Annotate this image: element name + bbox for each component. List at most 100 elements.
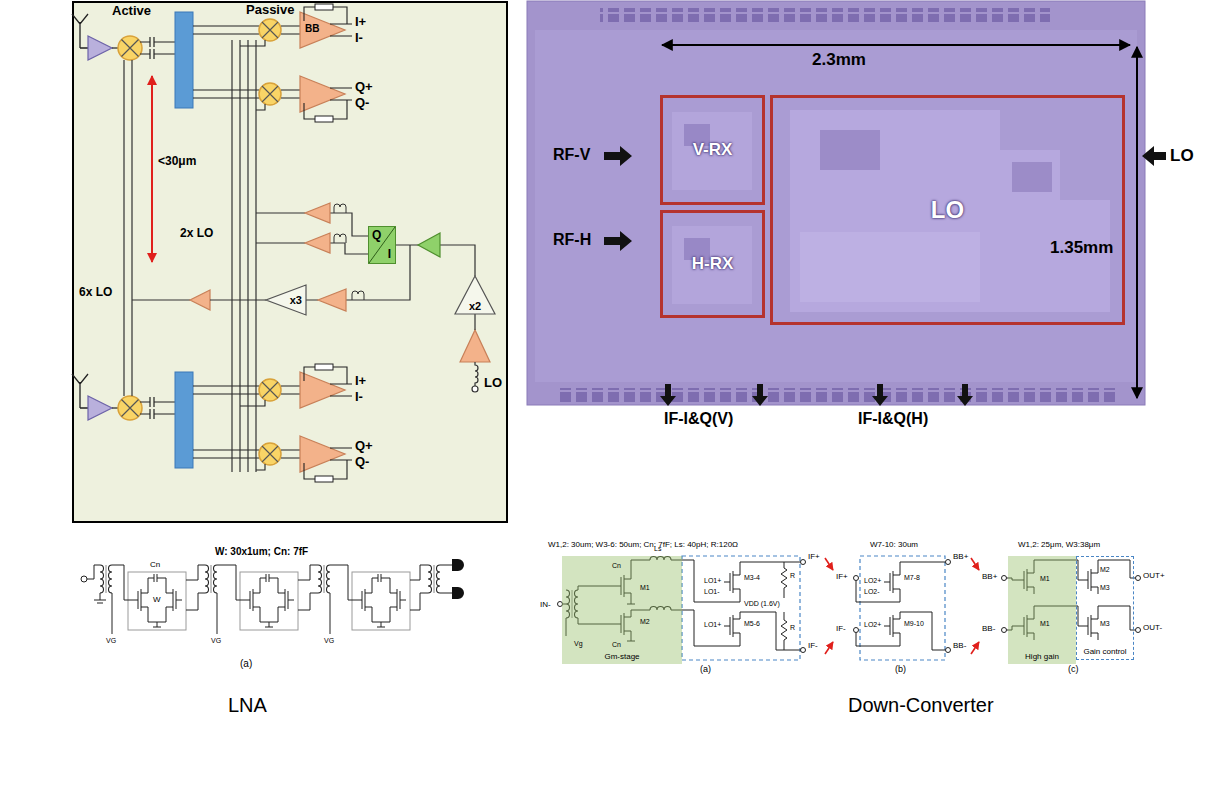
connection-arrow <box>825 642 833 654</box>
node-text: High gain <box>1025 653 1059 662</box>
feedback-wires <box>304 7 347 119</box>
pin-label: OUT- <box>1143 623 1162 632</box>
receiver-chain <box>72 4 352 122</box>
port-label: RF-V <box>553 146 590 164</box>
signal-name: 2x LO <box>180 227 213 241</box>
subfigure-tag: (a) <box>240 658 252 670</box>
output-pin: I+ <box>355 374 366 389</box>
baseband-amplifier <box>300 12 345 48</box>
mixer-dashed-box <box>682 556 800 660</box>
output-arrow <box>660 384 676 406</box>
wire <box>193 26 259 98</box>
chip-photo <box>527 1 1166 406</box>
feedback-resistor <box>315 116 333 122</box>
lna-schematic <box>81 559 464 634</box>
pin-dot <box>1002 628 1007 633</box>
component-label: R <box>790 572 795 580</box>
figure-caption: Down-Converter <box>848 694 994 717</box>
capacitor-wires <box>140 37 175 59</box>
lo-circuit-area <box>790 110 1110 312</box>
component-label: Cn <box>150 560 160 569</box>
component-label: M2 <box>1100 566 1110 574</box>
pad-row <box>560 388 1120 402</box>
feedback-resistor <box>315 4 333 10</box>
pin-label: OUT+ <box>1143 571 1165 580</box>
pin-label: LO1+ <box>704 577 721 585</box>
component-label: R <box>790 624 795 632</box>
active-mixer <box>118 36 142 60</box>
lo-buffer <box>318 289 346 311</box>
wire <box>281 26 300 98</box>
dimension: <30μm <box>158 155 196 169</box>
wire <box>112 47 118 48</box>
receiver-chain <box>72 364 352 482</box>
pin-dot <box>854 576 859 581</box>
iq-generator-box: QI <box>368 226 396 264</box>
lo-input-amplifier <box>460 330 490 362</box>
doubler-triangle: x2 <box>455 276 495 314</box>
output-pin: Q+ <box>355 80 373 95</box>
port-label: IF-I&Q(H) <box>858 410 928 428</box>
pin-label: LO2- <box>864 588 880 596</box>
transistor <box>724 612 740 640</box>
transistor <box>1082 612 1098 640</box>
component-label: W <box>153 595 161 604</box>
lo-buffer <box>305 203 330 223</box>
pin-label: IF- <box>836 624 846 633</box>
divider-line <box>369 227 395 263</box>
component-label: M2 <box>640 618 650 626</box>
output-pin: Q+ <box>355 439 373 454</box>
pin-label: LO1- <box>704 588 720 596</box>
pin-dot <box>1136 576 1141 581</box>
spacing-arrow <box>151 76 153 262</box>
lna-stage <box>240 572 298 630</box>
transformer <box>205 565 217 593</box>
bias-label: VG <box>211 637 221 645</box>
output-pin: Q- <box>355 96 369 111</box>
node-text: x2 <box>469 300 481 312</box>
inductor <box>334 204 364 300</box>
lna-stage <box>128 572 186 630</box>
chip-region-box: H-RX <box>660 210 765 318</box>
subfigure-tag: (b) <box>895 664 906 674</box>
chip-region-box: V-RX <box>660 95 765 205</box>
node-text: Gain control <box>1083 648 1126 657</box>
port-label: LO <box>1170 146 1194 166</box>
lna-stage <box>352 572 410 630</box>
pin-dot <box>1002 576 1007 581</box>
pin-dot <box>946 648 951 653</box>
parameter-note: W7-10: 30um <box>870 540 918 549</box>
output-arrow <box>872 384 888 406</box>
circuit-detail <box>820 130 880 170</box>
pin-label: IF+ <box>836 572 848 581</box>
node-text: Gm-stage <box>604 653 639 662</box>
circuit-area <box>672 112 752 190</box>
port-label: IF-I&Q(V) <box>664 410 733 428</box>
node-text: V-RX <box>693 141 733 160</box>
output-pin: Q- <box>355 455 369 470</box>
panel-background <box>73 2 507 522</box>
transformer <box>428 565 440 593</box>
pad-row <box>600 8 1050 22</box>
mixer-cross <box>122 40 139 57</box>
transistor <box>1082 566 1098 594</box>
input-arrow <box>604 146 632 166</box>
pin-label: BB+ <box>982 572 997 581</box>
antenna <box>72 14 88 48</box>
component-label: M1 <box>1040 575 1050 583</box>
parameter-note: W1,2: 30um; W3-6: 50um; Cn: 7fF; Ls: 40p… <box>548 540 738 549</box>
lo-wire <box>256 213 368 254</box>
triangle-outline <box>266 285 306 315</box>
connection-arrow <box>971 558 979 570</box>
node-text: LO <box>931 197 964 223</box>
lo-stub <box>240 40 265 110</box>
lo-buffer <box>190 290 210 310</box>
subfigure-tag: (a) <box>700 664 711 674</box>
baseband-amplifier <box>300 76 345 112</box>
input-port <box>81 576 87 582</box>
bias-label: Vg <box>574 640 583 648</box>
supply-label: VDD (1.6V) <box>744 600 780 608</box>
